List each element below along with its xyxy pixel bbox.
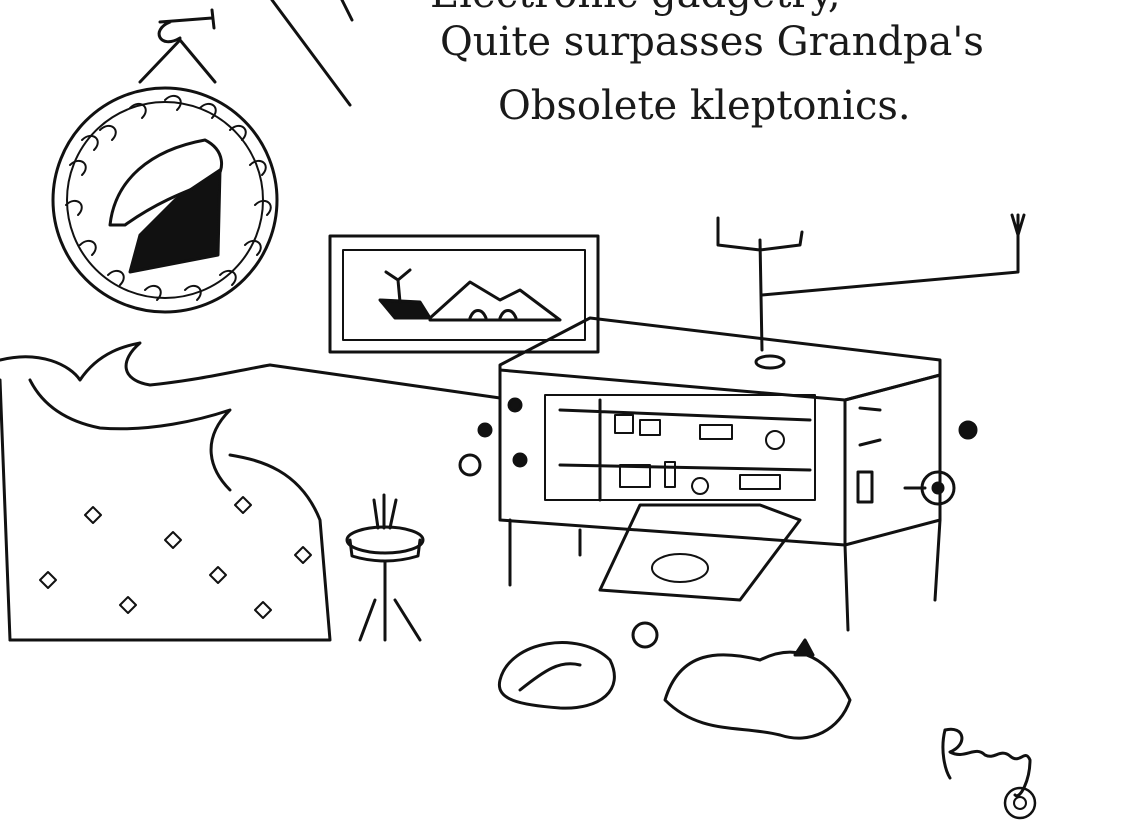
- caption-line-2: Quite surpasses Grandpa's: [440, 19, 984, 65]
- top-strokes: [270, 0, 354, 107]
- wall-picture: [328, 234, 600, 354]
- side-table: [345, 493, 425, 642]
- armchair-with-creature: [0, 341, 332, 642]
- hanging-medallion: [51, 8, 279, 314]
- power-cord: [268, 363, 502, 400]
- antenna: [716, 213, 1026, 370]
- caption-line-1: Electronic gadgetry,: [430, 0, 841, 14]
- floor-objects: [497, 621, 852, 740]
- signature: [941, 727, 1037, 820]
- television-set: [458, 316, 978, 632]
- caption-line-3: Obsolete kleptonics.: [498, 83, 911, 129]
